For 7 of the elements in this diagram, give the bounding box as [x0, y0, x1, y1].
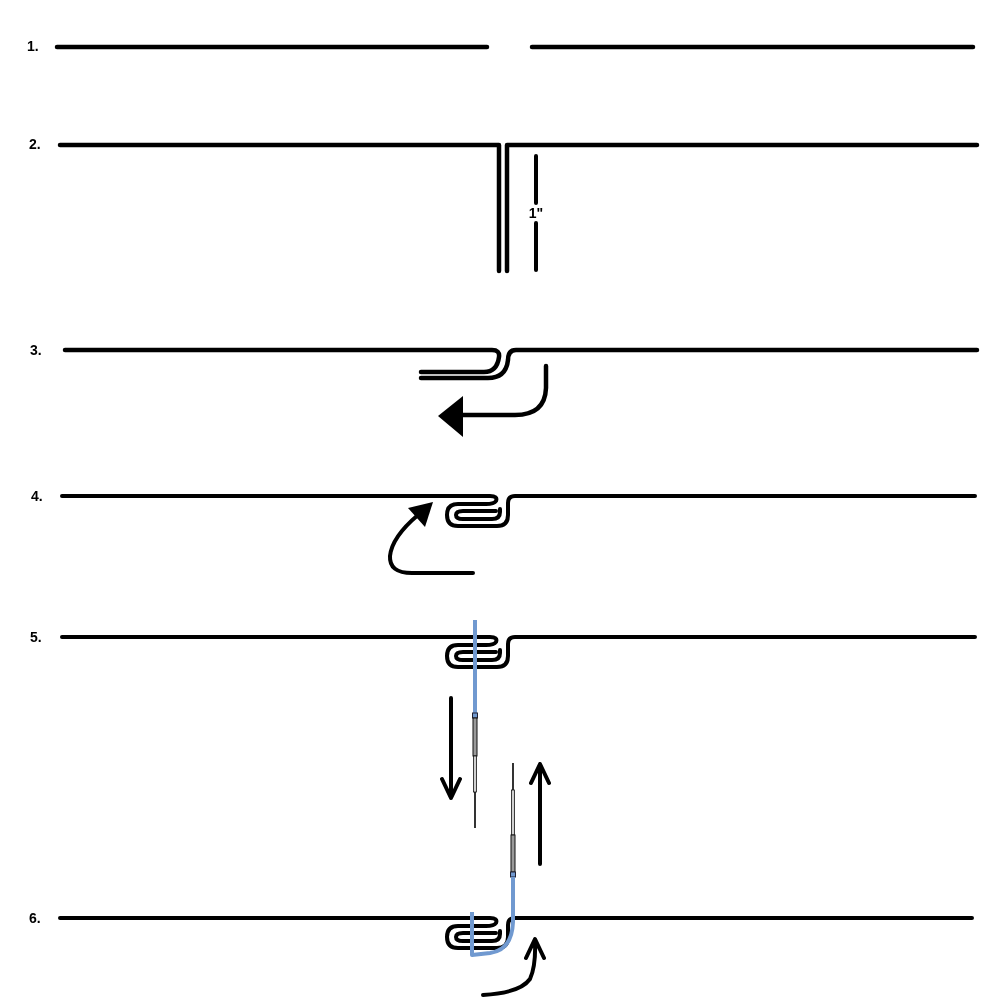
step-number: 6.	[29, 910, 41, 926]
step-number: 3.	[30, 342, 42, 358]
step-number: 5.	[30, 629, 42, 645]
step-number: 1.	[27, 38, 39, 54]
step-number: 4.	[31, 488, 43, 504]
step-number: 2.	[29, 136, 41, 152]
dimension-label: 1"	[528, 205, 544, 221]
